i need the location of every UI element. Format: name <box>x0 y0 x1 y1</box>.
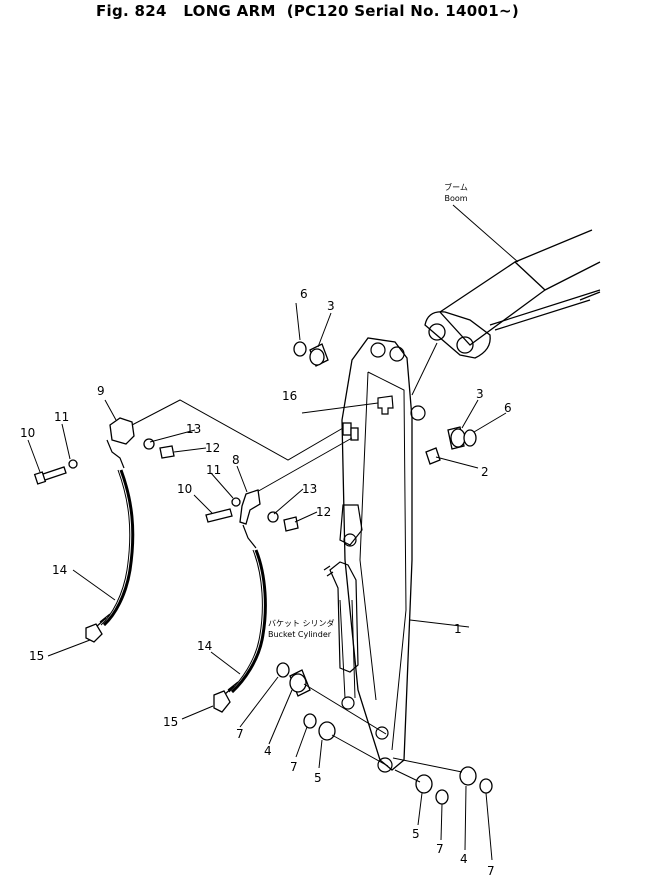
callout-5-a: 5 <box>314 771 322 785</box>
callout-13-middle: 13 <box>302 482 317 496</box>
callout-7-a: 7 <box>236 727 244 741</box>
callout-12-left: 12 <box>205 441 220 455</box>
callout-10-middle: 10 <box>177 482 192 496</box>
callout-2: 2 <box>481 465 489 479</box>
figure-title: Fig. 824 LONG ARM (PC120 Serial No. 1400… <box>96 2 519 20</box>
bucket-cylinder-label-jp: バケット シリンダ <box>268 618 335 628</box>
bucket-cylinder-label: Bucket Cylinder <box>268 630 332 639</box>
leader-lines <box>27 302 507 861</box>
callout-4-b: 4 <box>460 852 468 866</box>
callout-14-left: 14 <box>52 563 67 577</box>
callout-15-middle: 15 <box>163 715 178 729</box>
callout-15-left: 15 <box>29 649 44 663</box>
callout-11-left: 11 <box>54 410 69 424</box>
callout-3-top: 3 <box>327 299 335 313</box>
boom-assembly: ブーム Boom <box>411 182 601 396</box>
reference-lines <box>131 399 353 494</box>
long-arm <box>339 337 426 773</box>
bucket-cylinder: バケット シリンダ Bucket Cylinder <box>268 561 359 699</box>
callout-6-right: 6 <box>504 401 512 415</box>
boom-label: Boom <box>444 194 467 203</box>
callout-12-middle: 12 <box>316 505 331 519</box>
callout-11-middle: 11 <box>206 463 221 477</box>
callout-13-left: 13 <box>186 422 201 436</box>
hose-assembly-left <box>33 417 175 643</box>
callout-8: 8 <box>232 453 240 467</box>
callout-14-middle: 14 <box>197 639 212 653</box>
callout-16: 16 <box>282 389 297 403</box>
callout-3-right: 3 <box>476 387 484 401</box>
callout-7-b: 7 <box>290 760 298 774</box>
callout-10-left: 10 <box>20 426 35 440</box>
bushings-bottom <box>276 662 493 805</box>
hose-assembly-middle <box>205 447 441 713</box>
callout-1: 1 <box>454 622 462 636</box>
callout-9: 9 <box>97 384 105 398</box>
callout-4-a: 4 <box>264 744 272 758</box>
callout-numbers: 1 2 3 3 6 6 16 9 11 10 13 12 8 11 10 13 … <box>20 287 512 878</box>
boom-label-jp: ブーム <box>444 182 468 192</box>
callout-5-b: 5 <box>412 827 420 841</box>
callout-7-d: 7 <box>487 864 495 878</box>
callout-7-c: 7 <box>436 842 444 856</box>
callout-6-top: 6 <box>300 287 308 301</box>
